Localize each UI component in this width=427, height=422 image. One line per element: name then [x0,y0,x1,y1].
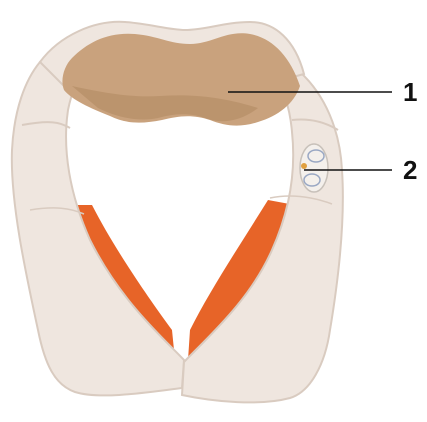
control-buttons [300,144,328,192]
callout-1-label: 1 [403,77,417,107]
callout-2-label: 2 [403,155,417,185]
